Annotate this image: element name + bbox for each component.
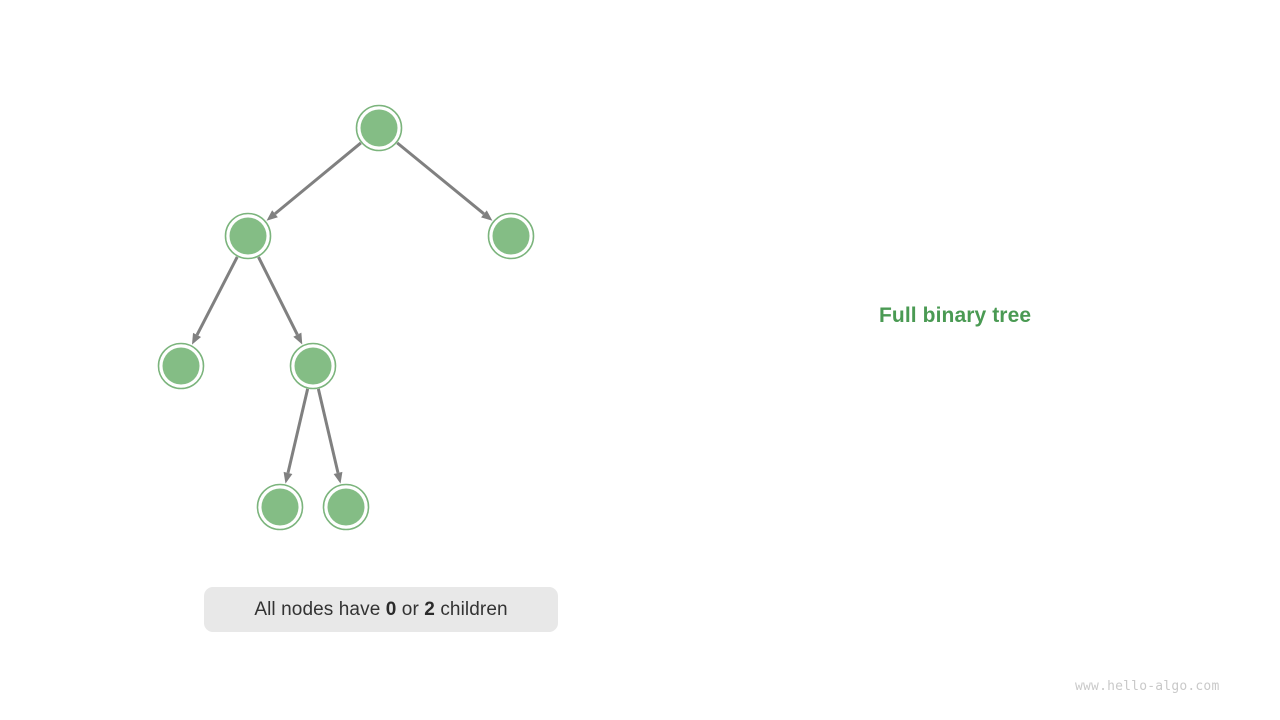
caption-box: All nodes have 0 or 2 children [204,587,558,632]
tree-edge [286,388,310,474]
tree-node-inner-ring [291,344,335,388]
tree-node-outer-ring [157,342,205,390]
tree-edges-layer [191,141,493,484]
tree-node-fill [162,347,200,385]
tree-edge [195,256,239,336]
tree-edge [274,141,362,215]
tree-edge-arrowhead [283,471,293,484]
tree-edge [396,141,485,216]
tree-node-outer-ring [355,104,403,152]
tree-node-outer-ring [487,212,535,260]
tree-edge-arrowhead [333,471,343,484]
tree-node-outer-ring [322,483,370,531]
tree-edge [257,256,299,336]
tree-node-inner-ring [357,106,401,150]
tree-node-fill [327,488,365,526]
caption-text: All nodes have 0 or 2 children [254,598,508,620]
tree-edge [316,388,340,474]
tree-node-inner-ring [324,485,368,529]
tree-node[interactable] [256,483,304,531]
tree-node-outer-ring [224,212,272,260]
tree-node[interactable] [355,104,403,152]
tree-node-inner-ring [258,485,302,529]
tree-node[interactable] [157,342,205,390]
tree-node[interactable] [289,342,337,390]
tree-nodes-layer [157,104,535,531]
tree-node-outer-ring [256,483,304,531]
tree-edge-arrowhead [191,332,202,345]
tree-edge-arrowhead [293,332,303,345]
tree-edge-arrowhead [266,210,278,221]
tree-node-inner-ring [489,214,533,258]
watermark: www.hello-algo.com [1075,679,1220,694]
tree-node-fill [229,217,267,255]
tree-node[interactable] [322,483,370,531]
tree-node-fill [294,347,332,385]
tree-node-fill [492,217,530,255]
tree-node-fill [360,109,398,147]
tree-node-outer-ring [289,342,337,390]
tree-node-inner-ring [159,344,203,388]
tree-edge-arrowhead [481,210,493,221]
tree-node-fill [261,488,299,526]
tree-node[interactable] [224,212,272,260]
tree-node[interactable] [487,212,535,260]
tree-node-inner-ring [226,214,270,258]
page-title: Full binary tree [879,304,1032,327]
